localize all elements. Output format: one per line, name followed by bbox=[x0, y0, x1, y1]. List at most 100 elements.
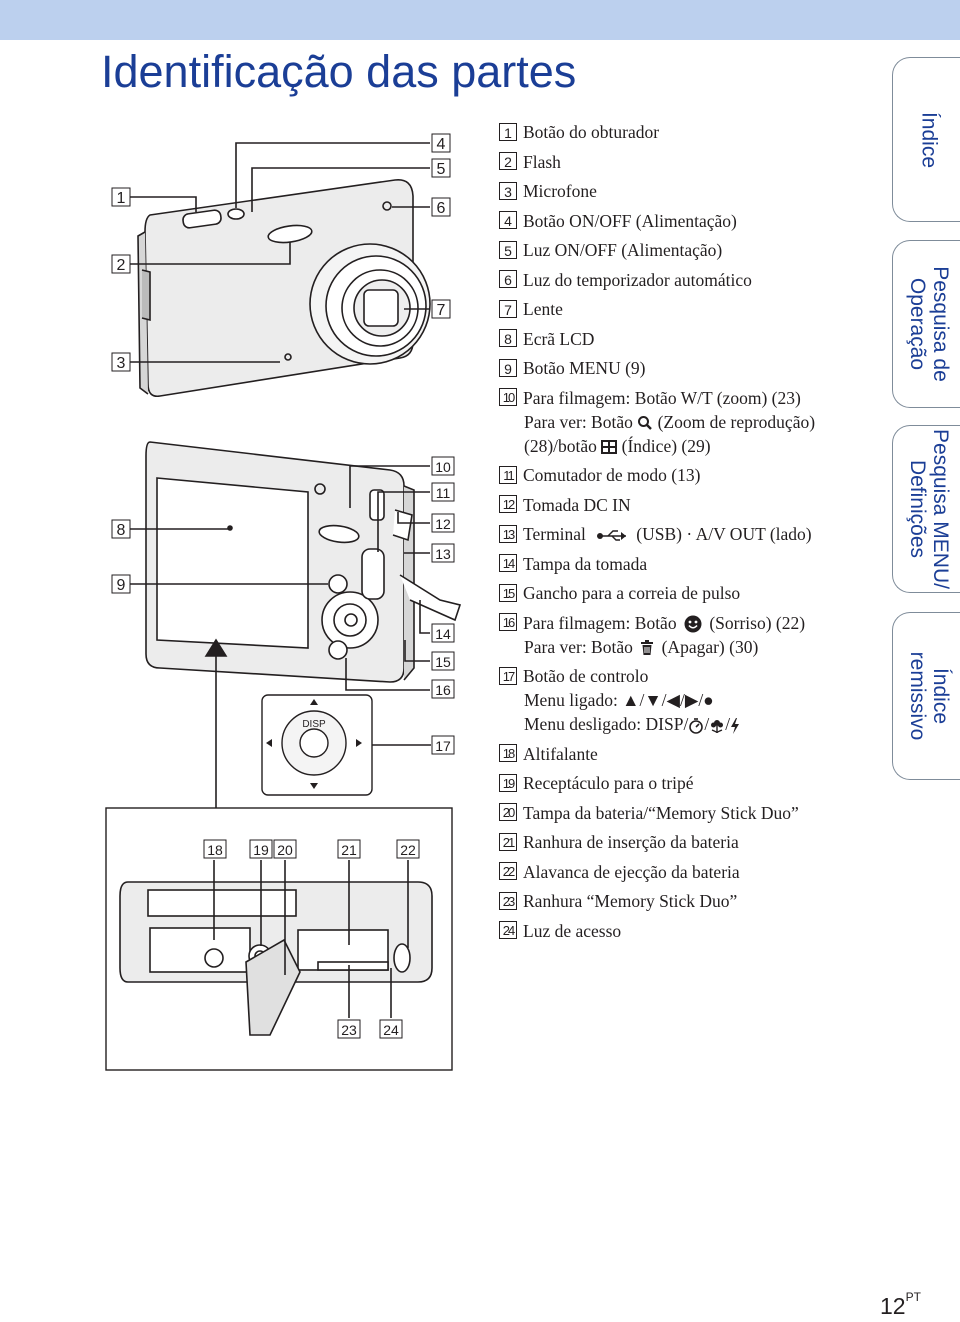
back-leader-lines bbox=[130, 465, 430, 808]
callout-13: 13 bbox=[431, 543, 455, 563]
tab-label: Índice bbox=[928, 667, 952, 725]
tab-pesquisa-menu-definicoes[interactable]: Pesquisa MENU/Definições bbox=[892, 425, 960, 593]
item-number: 24 bbox=[499, 921, 517, 940]
item-number: 20 bbox=[499, 803, 517, 822]
tab-label: Pesquisa MENU/ bbox=[928, 429, 952, 589]
tab-label: Definições bbox=[905, 459, 929, 559]
callout-10: 10 bbox=[431, 456, 455, 476]
camera-front-view bbox=[137, 179, 431, 398]
callout-11: 11 bbox=[431, 482, 455, 502]
camera-bottom-view bbox=[105, 807, 453, 1071]
svg-text:10: 10 bbox=[435, 459, 451, 475]
callout-1: 1 bbox=[111, 187, 131, 207]
item-number: 1 bbox=[499, 122, 517, 141]
callout-14: 14 bbox=[431, 623, 455, 643]
svg-text:15: 15 bbox=[435, 654, 451, 670]
callout-21: 21 bbox=[337, 839, 361, 859]
svg-text:12: 12 bbox=[435, 516, 451, 532]
svg-text:20: 20 bbox=[277, 842, 293, 858]
svg-text:6: 6 bbox=[437, 200, 446, 217]
callout-4: 4 bbox=[431, 133, 451, 153]
bottom-leader-lines bbox=[213, 860, 409, 1018]
magnifier-icon bbox=[638, 416, 653, 431]
callout-2: 2 bbox=[111, 254, 131, 274]
tab-indice[interactable]: Índice bbox=[892, 57, 960, 222]
svg-text:2: 2 bbox=[117, 257, 126, 274]
callout-19: 19 bbox=[249, 839, 273, 859]
item-number: 16 bbox=[499, 613, 517, 632]
item-number: 17 bbox=[499, 666, 517, 685]
smile-icon bbox=[684, 615, 702, 633]
item-number: 19 bbox=[499, 773, 517, 792]
svg-text:18: 18 bbox=[207, 842, 223, 858]
svg-text:22: 22 bbox=[400, 842, 416, 858]
usb-icon bbox=[597, 530, 627, 541]
callout-18: 18 bbox=[203, 839, 227, 859]
item-number: 9 bbox=[499, 358, 517, 377]
item-number: 6 bbox=[499, 270, 517, 289]
front-leader-lines bbox=[130, 142, 430, 363]
top-band bbox=[0, 0, 960, 40]
item-number: 10 bbox=[499, 388, 517, 407]
tab-label: remissivo bbox=[905, 651, 929, 741]
callout-3: 3 bbox=[111, 352, 131, 372]
item-number: 23 bbox=[499, 891, 517, 910]
disp-label: DISP bbox=[302, 719, 326, 730]
callout-6: 6 bbox=[431, 197, 451, 217]
item-number: 15 bbox=[499, 583, 517, 602]
tab-label: Índice bbox=[917, 111, 940, 168]
page-title: Identificação das partes bbox=[101, 46, 577, 97]
svg-text:17: 17 bbox=[435, 738, 451, 754]
svg-text:24: 24 bbox=[383, 1022, 399, 1038]
svg-text:13: 13 bbox=[435, 546, 451, 562]
flash-window bbox=[267, 224, 313, 244]
page-number: 12PT bbox=[880, 1290, 921, 1319]
svg-text:16: 16 bbox=[435, 682, 451, 698]
index-grid-icon bbox=[601, 440, 618, 455]
item-number: 5 bbox=[499, 240, 517, 259]
control-pad-detail: DISP bbox=[261, 694, 431, 796]
callout-15: 15 bbox=[431, 651, 455, 671]
callout-23: 23 bbox=[337, 1019, 361, 1039]
callout-16: 16 bbox=[431, 679, 455, 699]
callout-numbers: 1 2 3 4 5 6 7 8 9 10 11 12 13 14 15 16 1… bbox=[111, 133, 455, 1039]
callout-20: 20 bbox=[273, 839, 297, 859]
callout-5: 5 bbox=[431, 158, 451, 178]
svg-text:9: 9 bbox=[117, 577, 126, 594]
tab-label: Operação bbox=[905, 277, 929, 371]
shutter-button bbox=[182, 209, 222, 229]
svg-text:4: 4 bbox=[437, 136, 446, 153]
callout-17: 17 bbox=[431, 735, 455, 755]
svg-text:3: 3 bbox=[117, 355, 126, 372]
svg-text:14: 14 bbox=[435, 626, 451, 642]
callout-12: 12 bbox=[431, 513, 455, 533]
item-number: 7 bbox=[499, 299, 517, 318]
svg-text:23: 23 bbox=[341, 1022, 357, 1038]
svg-text:5: 5 bbox=[437, 161, 446, 178]
trash-icon bbox=[641, 640, 654, 656]
item-number: 12 bbox=[499, 495, 517, 514]
callout-8: 8 bbox=[111, 519, 131, 539]
